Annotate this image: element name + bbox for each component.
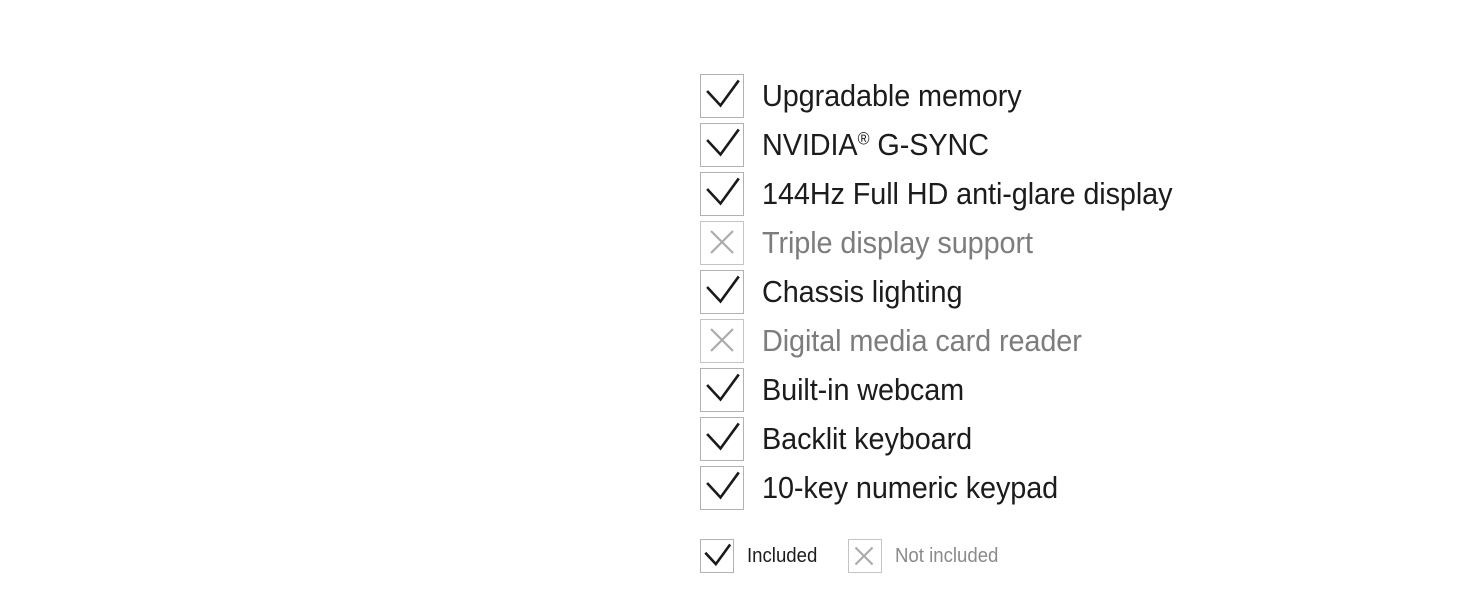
cross-icon [700, 220, 744, 265]
feature-label: NVIDIA® G-SYNC [762, 127, 989, 162]
check-icon [700, 465, 744, 510]
feature-label: 10-key numeric keypad [762, 470, 1059, 505]
feature-label: 144Hz Full HD anti-glare display [762, 176, 1173, 211]
feature-row: 144Hz Full HD anti-glare display [700, 169, 1400, 218]
feature-label: Chassis lighting [762, 274, 963, 309]
feature-row: Built-in webcam [700, 365, 1400, 414]
legend-label: Included [747, 545, 818, 567]
feature-row: Digital media card reader [700, 316, 1400, 365]
feature-row: 10-key numeric keypad [700, 463, 1400, 512]
check-icon [700, 73, 744, 118]
legend-item: Not included [847, 539, 1006, 573]
check-icon [700, 171, 744, 216]
feature-label: Backlit keyboard [762, 421, 973, 456]
check-icon [700, 416, 744, 461]
feature-label: Triple display support [762, 225, 1033, 260]
check-icon [700, 269, 744, 314]
legend-item: Included [700, 539, 823, 573]
cross-icon [700, 318, 744, 363]
check-icon [700, 539, 734, 573]
feature-row: Upgradable memory [700, 71, 1400, 120]
legend-label: Not included [894, 545, 999, 567]
feature-row: Chassis lighting [700, 267, 1400, 316]
registered-mark: ® [857, 128, 870, 149]
check-icon [700, 122, 744, 167]
feature-label: Built-in webcam [762, 372, 965, 407]
feature-row: Backlit keyboard [700, 414, 1400, 463]
legend: Included Not included [700, 539, 1006, 573]
feature-label: Upgradable memory [762, 78, 1022, 113]
cross-icon [847, 539, 882, 573]
check-icon [700, 367, 744, 412]
feature-label: Digital media card reader [762, 323, 1082, 358]
feature-row: Triple display support [700, 218, 1400, 267]
feature-row: NVIDIA® G-SYNC [700, 120, 1400, 169]
